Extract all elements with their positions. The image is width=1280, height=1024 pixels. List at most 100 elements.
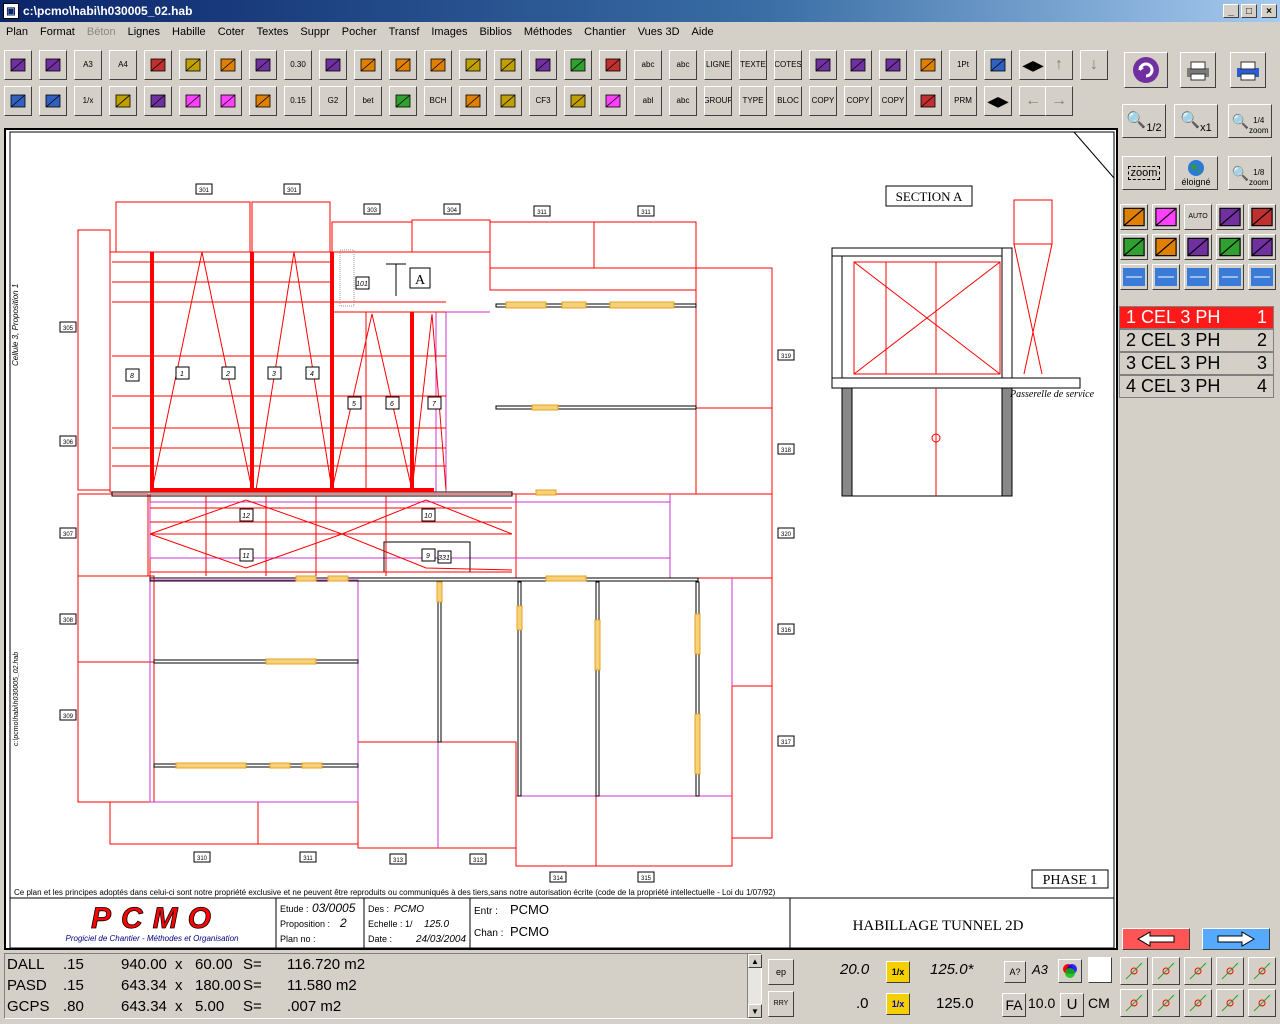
dimension2-button[interactable]: [599, 50, 627, 80]
pt1-button[interactable]: 1Pt: [949, 50, 977, 80]
diag-button[interactable]: [1216, 264, 1244, 290]
menu-méthodes[interactable]: Méthodes: [523, 26, 573, 38]
menu-images[interactable]: Images: [431, 26, 468, 38]
cf3-button[interactable]: CF3: [529, 86, 557, 116]
rry-button[interactable]: RRY: [768, 991, 794, 1017]
layer-button[interactable]: [424, 50, 452, 80]
box-button[interactable]: [144, 50, 172, 80]
scroll-down-icon[interactable]: ▼: [748, 1004, 762, 1018]
column-button[interactable]: [214, 86, 242, 116]
snap-circle-button[interactable]: [1184, 989, 1212, 1017]
snap-line-button[interactable]: [1216, 957, 1244, 985]
zoom-x1-button[interactable]: 🔍x1: [1174, 104, 1218, 138]
beam2-button[interactable]: [494, 86, 522, 116]
eraser-button[interactable]: [179, 86, 207, 116]
color-swatch[interactable]: [1088, 957, 1112, 983]
onex-button-2[interactable]: 1/x: [886, 993, 910, 1015]
off-switch-button[interactable]: [1248, 989, 1276, 1017]
menu-coter[interactable]: Coter: [217, 26, 245, 38]
zoom-half-button[interactable]: 🔍1/2: [1122, 104, 1166, 138]
group-button[interactable]: GROUP: [704, 86, 732, 116]
refresh-button[interactable]: [4, 86, 32, 116]
snap-square-button[interactable]: [1120, 989, 1148, 1017]
a3-button[interactable]: A3: [74, 50, 102, 80]
gears-button[interactable]: [1216, 204, 1244, 230]
redraw-button[interactable]: [1124, 52, 1168, 88]
grid-button[interactable]: [879, 50, 907, 80]
eraser-button[interactable]: [179, 50, 207, 80]
close-button[interactable]: ×: [1261, 4, 1277, 18]
menu-suppr[interactable]: Suppr: [300, 26, 330, 38]
onex-button-1[interactable]: 1/x: [886, 961, 910, 983]
z15-button[interactable]: 0.15: [284, 86, 312, 116]
zoom-quarter-button[interactable]: 🔍1/4 zoom: [1228, 104, 1272, 138]
abc2-button[interactable]: abc: [669, 50, 697, 80]
zoom-window-button[interactable]: zoom: [1122, 156, 1166, 190]
auto-button[interactable]: AUTO: [1184, 204, 1212, 230]
box3d-button[interactable]: [214, 50, 242, 80]
ligne-button[interactable]: LIGNE: [704, 50, 732, 80]
stairs-button[interactable]: [494, 50, 522, 80]
menu-biblios[interactable]: Biblios: [479, 26, 512, 38]
vline-button[interactable]: [1152, 264, 1180, 290]
snap-perp-button[interactable]: [1152, 957, 1180, 985]
left-button[interactable]: ←: [1019, 86, 1047, 116]
snap-cross-button[interactable]: [1184, 957, 1212, 985]
down-button[interactable]: ↓: [1080, 50, 1108, 80]
scissors-button[interactable]: [984, 50, 1012, 80]
line-button[interactable]: [319, 50, 347, 80]
quantities-scrollbar[interactable]: ▲ ▼: [747, 954, 762, 1018]
abl-button[interactable]: abl: [634, 86, 662, 116]
onex-button[interactable]: 1/x: [74, 86, 102, 116]
grid2-button[interactable]: [914, 50, 942, 80]
grid-tool-button[interactable]: [1120, 234, 1148, 260]
menu-transf[interactable]: Transf: [388, 26, 420, 38]
menu-lignes[interactable]: Lignes: [127, 26, 161, 38]
copy1-button[interactable]: COPY: [809, 86, 837, 116]
bet-button[interactable]: bet: [354, 86, 382, 116]
snap-point-button[interactable]: [1120, 957, 1148, 985]
snap-diag-button[interactable]: [1216, 989, 1244, 1017]
maximize-button[interactable]: □: [1241, 4, 1257, 18]
dimension-button[interactable]: [564, 50, 592, 80]
previous-button[interactable]: [1122, 928, 1190, 950]
copy3-button[interactable]: COPY: [879, 86, 907, 116]
bch-button[interactable]: BCH: [424, 86, 452, 116]
zoom-far-button[interactable]: éloigné: [1174, 156, 1218, 190]
layers-button[interactable]: [1120, 204, 1148, 230]
cotes-button[interactable]: COTES: [774, 50, 802, 80]
menu-béton[interactable]: Béton: [86, 26, 116, 38]
print-button[interactable]: [1180, 52, 1216, 88]
a-query-button[interactable]: A?: [1004, 961, 1026, 983]
type-button[interactable]: TYPE: [739, 86, 767, 116]
ep-button[interactable]: ep: [768, 959, 794, 985]
yin-yang-button[interactable]: [1152, 204, 1180, 230]
dline-button[interactable]: [354, 50, 382, 80]
bulldozer-button[interactable]: [914, 86, 942, 116]
menu-textes[interactable]: Textes: [256, 26, 289, 38]
menu-aide[interactable]: Aide: [691, 26, 714, 38]
abc3-button[interactable]: abc: [669, 86, 697, 116]
z30-button[interactable]: 0.30: [284, 50, 312, 80]
menu-vues-3d[interactable]: Vues 3D: [637, 26, 680, 38]
area-button[interactable]: [809, 50, 837, 80]
door-button[interactable]: [249, 86, 277, 116]
drawing-svg[interactable]: A 30130130330431131130530630730830931031…: [6, 130, 1116, 948]
formwork-button[interactable]: [389, 86, 417, 116]
prm-button[interactable]: PRM: [949, 86, 977, 116]
plot-button[interactable]: [1230, 52, 1266, 88]
menu-habille[interactable]: Habille: [172, 26, 206, 38]
next-button[interactable]: [1202, 928, 1270, 950]
plank-red-button[interactable]: [1216, 234, 1244, 260]
move-button[interactable]: [844, 50, 872, 80]
plank-green-button[interactable]: [1184, 234, 1212, 260]
snap-hline-button[interactable]: [1152, 989, 1180, 1017]
save-button[interactable]: [39, 50, 67, 80]
plank-brown-button[interactable]: [1248, 234, 1276, 260]
save-button[interactable]: [4, 50, 32, 80]
color-wheel-button[interactable]: [1058, 959, 1082, 983]
menu-chantier[interactable]: Chantier: [584, 26, 626, 38]
